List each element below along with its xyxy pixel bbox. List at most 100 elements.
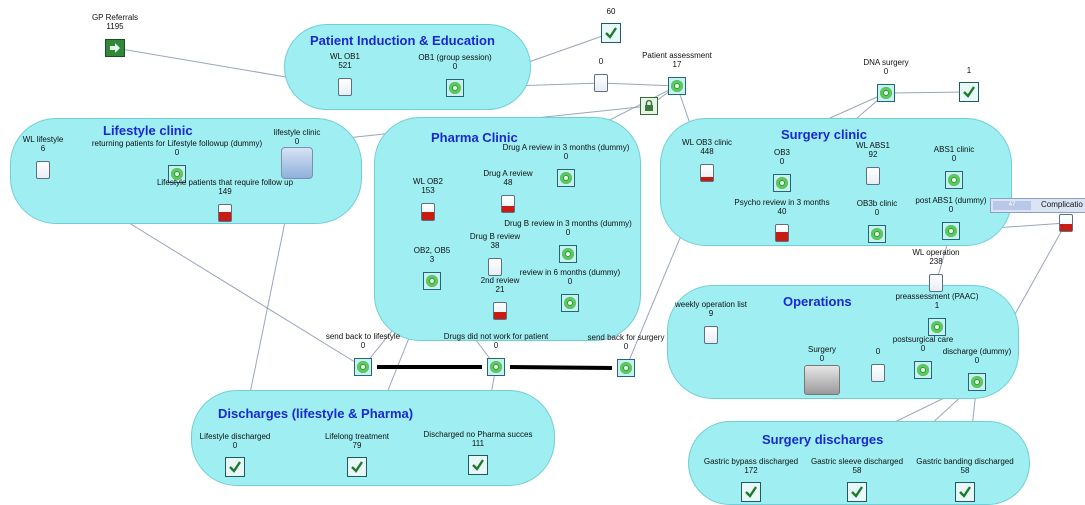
node-count: 0 [294,137,300,146]
region-patient-induction: Patient Induction & Education [284,24,531,110]
queue-icon [775,224,789,242]
queue-fill [219,212,231,221]
node-count: 0 [779,157,785,166]
connector-dna-surgery-to-done-1 [885,89,970,96]
complications-bar: 47 [993,201,1031,210]
node-title: GP Referrals [91,13,139,22]
node-post-abs1[interactable]: post ABS1 (dummy)0 [915,196,987,240]
node-count: 60 [606,7,616,16]
gear-glyph [449,82,461,94]
queue-icon [338,78,352,96]
node-count: 21 [495,285,505,294]
gear-glyph [562,248,574,260]
node-title: Gastric bypass discharged [703,457,799,466]
region-discharges: Discharges (lifestyle & Pharma) [191,390,555,486]
node-discharge-dummy[interactable]: discharge (dummy)0 [943,347,1011,391]
queue-icon [866,167,880,185]
node-title: WL OB2 [413,177,443,186]
node-drug-a-review-3m[interactable]: Drug A review in 3 months (dummy)0 [503,143,629,187]
node-preassessment[interactable]: preassessment (PAAC)1 [896,292,979,336]
node-count: 48 [503,178,513,187]
node-postsurgical-q[interactable]: 0 [871,347,885,382]
node-ob1-group[interactable]: OB1 (group session)0 [418,53,492,97]
node-title: 2nd review [480,276,520,285]
region-title-discharges: Discharges (lifestyle & Pharma) [218,406,414,421]
gear-glyph [776,177,788,189]
node-count: 0 [452,62,458,71]
node-returning-patients[interactable]: returning patients for Lifestyle followu… [92,139,262,183]
queue-fill [502,205,514,212]
node-label: preassessment (PAAC)1 [817,292,1057,310]
node-count: 521 [338,61,352,70]
node-title: Patient assessment [642,51,712,60]
gear-glyph [871,228,883,240]
queue-icon [218,204,232,222]
node-count: 0 [493,341,499,350]
gear-icon [945,171,963,189]
gear-icon [617,359,635,377]
doctor-icon [281,147,313,179]
node-title: Lifestyle discharged [199,432,271,441]
node-complications-q[interactable]: 9 [1059,197,1073,232]
node-count: 172 [744,466,758,475]
node-review-6m[interactable]: review in 6 months (dummy)0 [520,268,620,312]
node-done-60[interactable]: 60 [601,7,621,43]
gear-glyph [357,361,369,373]
gear-icon [559,245,577,263]
node-count: 0 [563,152,569,161]
node-lock[interactable] [640,97,658,115]
complications-indicator[interactable]: 47 Complicatio [990,198,1085,213]
node-q-after-ob1[interactable]: 0 [594,57,608,92]
node-title: WL ABS1 [856,141,890,150]
node-lifestyle-followup[interactable]: Lifestyle patients that require follow u… [157,178,293,222]
node-title: discharge (dummy) [942,347,1012,356]
checkmark-icon [601,23,621,43]
node-done-1[interactable]: 1 [959,66,979,102]
node-title: lifestyle clinic [273,128,321,137]
node-drug-b-review-3m[interactable]: Drug B review in 3 months (dummy)0 [504,219,632,263]
node-count: 0 [875,347,881,356]
checkmark-icon [347,457,367,477]
node-title: Drug B review in 3 months (dummy) [504,219,632,228]
node-label: Drug B review in 3 months (dummy)0 [448,219,688,237]
